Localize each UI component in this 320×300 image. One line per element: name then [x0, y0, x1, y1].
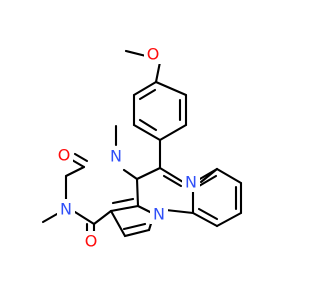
bond-core [158, 166, 185, 184]
nitrogen-imine-label: N [185, 173, 197, 192]
bond-aryl [154, 80, 188, 97]
bond-carbonyl-upper [73, 152, 89, 163]
oxygen-lower-label: O [85, 232, 98, 251]
bond-core-double [162, 174, 183, 188]
bond-pyrimidine [73, 210, 96, 226]
label-bg [182, 172, 200, 192]
oxygen-methoxy-label: O [147, 45, 160, 64]
bond-carbonyl-upper [70, 158, 86, 169]
bond-pyrimidine [122, 168, 139, 181]
atom-labels-layer: O N N O N O N [55, 44, 200, 251]
bond-aryl [132, 80, 158, 97]
label-bg [57, 199, 75, 219]
bond-methyl-methoxy [124, 49, 148, 58]
bond-pyrrole [123, 228, 151, 238]
bond-aryl [158, 123, 188, 142]
bond-npyrrole-benzo [164, 208, 195, 215]
bond-pyrimidine [64, 165, 86, 178]
nitrogen-pyrrole-label: N [153, 205, 165, 224]
nitrogen-methyl-lower-label: N [60, 200, 72, 219]
label-bg [150, 204, 168, 224]
bond-pyrrole-double [122, 222, 147, 231]
bond-core [135, 166, 162, 181]
label-bg [55, 145, 73, 165]
bond-benzo [215, 167, 243, 185]
label-bg [82, 231, 100, 251]
label-bg [144, 44, 162, 64]
oxygen-upper-label: O [58, 146, 71, 165]
bond-core [135, 177, 140, 208]
bond-benzo-double [197, 174, 218, 188]
bond-methoxy-o-ring [154, 60, 162, 84]
bond-pyrrole [109, 204, 140, 213]
molecule-structure-diagram: O N N O N O N [41, 44, 243, 251]
nitrogen-methyl-upper-label: N [110, 147, 122, 166]
label-bg [107, 146, 125, 166]
bond-benzo [215, 211, 243, 228]
bond-benzo [191, 211, 219, 228]
bond-aryl-double [138, 118, 158, 132]
bond-pyrrole-double [111, 197, 135, 205]
bond-pyrimidine [92, 209, 113, 226]
bond-aryl-double [138, 88, 157, 101]
bond-pyrrole [109, 209, 127, 238]
bond-nmethyl-lower [41, 212, 59, 224]
bond-benzo-double [197, 207, 219, 221]
bond-aryl [132, 123, 162, 142]
